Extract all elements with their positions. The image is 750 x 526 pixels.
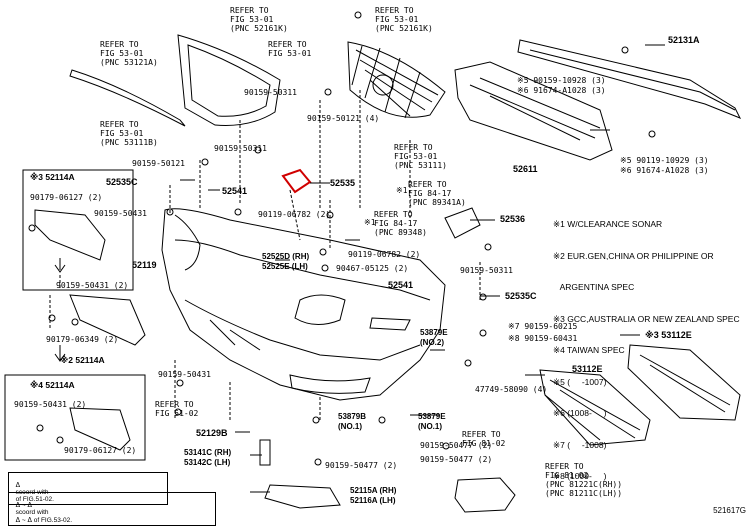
part-label-52536: 52536: [500, 214, 526, 224]
part-label-52535c: 52535C: [106, 177, 138, 187]
part-label-53112e: 53112E: [572, 364, 603, 374]
fastener-label-11: 90159-50477 (2): [420, 441, 493, 450]
lower-grille-3: [627, 344, 741, 421]
side-bracket-2: [69, 294, 146, 346]
note-9: ※8 (1009- ): [553, 471, 607, 481]
refer-label-53121a: REFER TO FIG 53-01 (PNC 53121A): [100, 40, 158, 67]
notes-block: ※1 W/CLEARANCE SONAR ※2 EUR.GEN,CHINA OR…: [553, 198, 740, 492]
refer-label-89341a: REFER TO FIG 84-17 (PNC 89341A): [408, 180, 466, 207]
part-label-52541: 52541: [222, 186, 248, 196]
refer-label-81221c: REFER TO FIG 81-02 (PNC 81221C(RH)) (PNC…: [545, 462, 623, 498]
energy-absorber: [454, 61, 613, 161]
part-label-52114a-3: ※3 52114A: [30, 172, 75, 182]
refer-label-81-02: REFER TO FIG 81-02: [462, 430, 506, 448]
fastener-label-19: ※1: [364, 218, 376, 227]
note-6: ※5 ( -1007): [553, 376, 607, 387]
fastener-label-9: 90159-50311: [460, 266, 513, 275]
refer-label-52161k-b: REFER TO FIG 53-01 (PNC 52161K): [375, 6, 433, 33]
note-8: ※7 ( -1008): [553, 439, 607, 450]
refer-label-53111b: REFER TO FIG 53-01 (PNC 53111B): [100, 120, 158, 147]
fastener-label-16: 90179-06127 (2): [30, 193, 103, 202]
fastener-label-12: 90159-50477 (2): [325, 461, 398, 470]
radiator-grille: [347, 41, 446, 118]
grille-frame: [177, 34, 281, 126]
part-label-52611: 52611: [513, 164, 538, 174]
refer-label-51-02: REFER TO FIG 51-02: [155, 400, 199, 418]
fastener-label-22: ※5 90119-10929 (3): [620, 156, 709, 165]
part-label-53112e-3: ※3 53112E: [645, 330, 692, 340]
part-label-53141c: 53141C (RH) 53142C (LH): [184, 448, 232, 467]
fastener-label-3: 90159-50121 (4): [307, 114, 380, 123]
legend-row-2-text: scoord with: [15, 509, 49, 516]
bracket-52541: [369, 317, 411, 331]
part-label-52129b: 52129B: [196, 428, 228, 438]
fastener-label-27: 90159-50477 (2): [420, 455, 493, 464]
fastener-label-2: 90159-50121: [132, 159, 185, 168]
upper-molding: [69, 69, 186, 127]
legend-warning-icon-2: ᐃ ~ ᐃ: [15, 502, 32, 509]
part-label-52535: 52535: [330, 178, 356, 188]
fastener-label-1: 90159-50311: [214, 144, 267, 153]
legend-row-1-ref: of FIG.51-02.: [15, 496, 54, 503]
part-label-52115a: 52115A (RH) 52116A (LH): [350, 486, 397, 505]
part-label-52114a-4: ※4 52114A: [30, 380, 75, 390]
fastener-label-10: 90159-50431: [158, 370, 211, 379]
part-label-52535c-b: 52535C: [505, 291, 537, 301]
fastener-label-13: 90159-50431 (2): [56, 281, 129, 290]
note-7: ※6 (1008- ): [553, 408, 607, 418]
part-label-52119: 52119: [132, 260, 157, 270]
lower-bracket: [264, 484, 341, 509]
fastener-label-21: ※6 91674-A1028 (3): [517, 86, 606, 95]
fastener-label-26: 47749-58090 (4): [475, 385, 548, 394]
fastener-label-7: 90467-05125 (2): [336, 264, 409, 273]
fastener-label-15: 90159-50431 (2): [14, 400, 87, 409]
side-bracket-3: [34, 209, 106, 261]
fastener-label-24: ※7 90159-60215: [508, 322, 578, 331]
part-label-53879b: 53879B (NO.1): [338, 412, 367, 431]
note-2: ※2 EUR.GEN,CHINA OR PHILIPPINE OR: [553, 250, 714, 261]
fastener-label-14: 90179-06349 (2): [46, 335, 119, 344]
bracket-52536: [444, 207, 481, 239]
part-label-53879e-2: 53879E (NO.2): [420, 328, 448, 347]
note-1: ※1 W/CLEARANCE SONAR: [553, 219, 663, 229]
legend-warning-icon-1: ᐃ: [15, 482, 21, 489]
fastener-label-5: 90119-06782 (2): [258, 210, 331, 219]
part-label-52541-b: 52541: [388, 280, 414, 290]
lamp-bracket: [454, 477, 516, 513]
fastener-label-4: 90159-50311: [244, 88, 297, 97]
note-4: ※3 GCC,AUSTRALIA OR NEW ZEALAND SPEC: [553, 313, 740, 324]
legend-row-2: ᐃ ~ ᐃ scoord with ᐃ ~ ᐃ of FIG.53-02.: [8, 492, 216, 526]
refer-label-53111: REFER TO FIG 53-01 (PNC 53111): [394, 143, 447, 170]
fastener-label-17: 90179-06127 (2): [64, 446, 137, 455]
fastener-label-6: 90119-06782 (2): [348, 250, 421, 259]
part-label-52114a-2: ※2 52114A: [60, 355, 105, 365]
part-52535-highlighted: [281, 168, 312, 194]
bumper-reinforcement: [517, 39, 742, 119]
note-5: ※4 TAIWAN SPEC: [553, 345, 625, 355]
fastener-label-25: ※8 90159-60431: [508, 334, 578, 343]
refer-label-53-01: REFER TO FIG 53-01: [268, 40, 312, 58]
side-bracket-4: [69, 407, 131, 451]
seal-53141: [259, 439, 271, 466]
diagram-number: 521617G: [713, 506, 746, 515]
fastener-label-18: ※1: [396, 186, 408, 195]
part-label-52525: 52525D (RH) 52525E (LH): [262, 252, 310, 271]
part-label-52131a: 52131A: [668, 35, 700, 45]
legend-row-2-ref: ᐃ ~ ᐃ of FIG.53-02.: [15, 517, 73, 524]
fastener-label-23: ※6 91674-A1028 (3): [620, 166, 709, 175]
fastener-label-20: ※5 90159-10928 (3): [517, 76, 606, 85]
note-3: ARGENTINA SPEC: [553, 282, 635, 292]
fastener-label-8: 90159-50431: [94, 209, 147, 218]
refer-label-89348: REFER TO FIG 84-17 (PNC 89348): [374, 210, 427, 237]
part-label-53879e-1: 53879E (NO.1): [418, 412, 446, 431]
refer-label-52161k-a: REFER TO FIG 53-01 (PNC 52161K): [230, 6, 288, 33]
